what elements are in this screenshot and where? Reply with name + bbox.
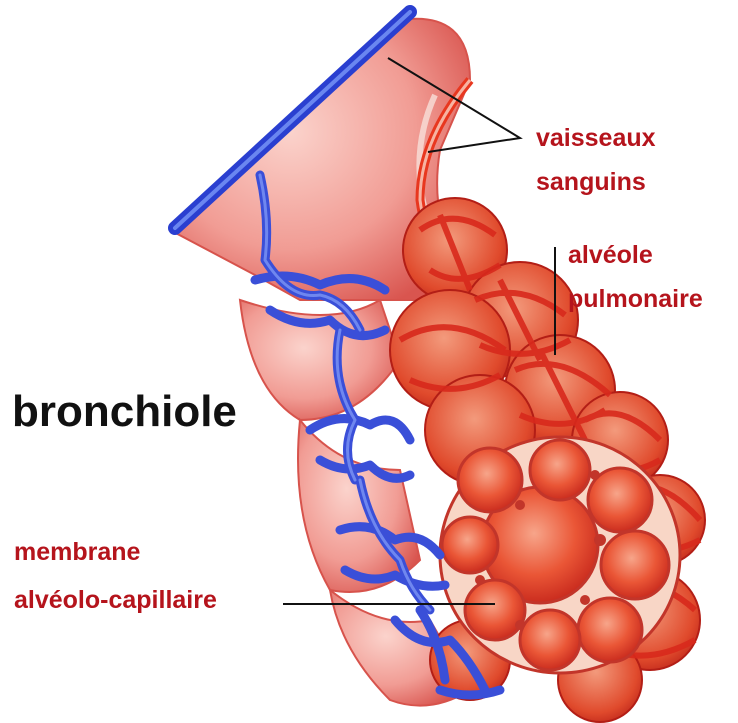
label-alveolus-line2: pulmonaire: [568, 287, 703, 312]
label-vessels-line2: sanguins: [536, 170, 646, 195]
alveolar-sac-section: [440, 437, 680, 673]
label-membrane-line2: alvéolo-capillaire: [14, 588, 217, 613]
label-bronchiole: bronchiole: [12, 390, 237, 434]
label-alveolus-line1: alvéole: [568, 243, 653, 268]
label-vessels-line1: vaisseaux: [536, 126, 656, 151]
label-membrane-line1: membrane: [14, 540, 140, 565]
